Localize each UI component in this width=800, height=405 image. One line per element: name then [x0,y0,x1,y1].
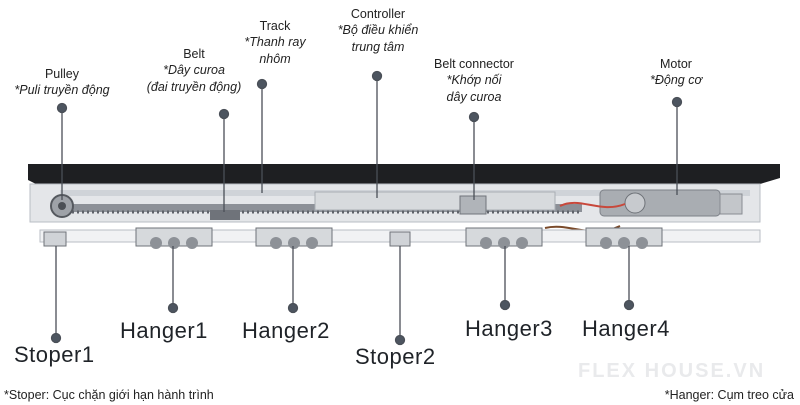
label-controller-en: Controller [350,7,406,21]
label-belt-vi2: (đai truyền động) [146,79,242,94]
label-pulley: Pulley *Puli truyền động [2,66,122,99]
label-pulley-en: Pulley [44,67,80,81]
leader-dot-hanger4 [623,299,635,311]
note-stoper: *Stoper: Cục chặn giới hạn hành trình [4,388,214,402]
top-cover [28,164,780,184]
label-controller: Controller *Bộ điều khiển trung tâm [318,6,438,55]
leader-dot-motor [671,96,683,108]
label-track-vi2: nhôm [259,51,291,66]
hanger1-assembly [135,227,213,249]
label-hanger3: Hanger3 [465,316,553,341]
controller-box [314,191,556,211]
label-belt-connector-en: Belt connector [434,57,514,71]
label-stoper2: Stoper2 [355,344,436,369]
motor-unit [599,189,721,217]
watermark: FLEX HOUSE.VN [578,360,766,382]
label-belt-connector-vi2: dây curoa [446,89,502,104]
leader-dot-controller [371,70,383,82]
label-belt-connector: Belt connector *Khớp nối dây curoa [413,56,535,105]
leader-dot-belt [218,108,230,120]
label-stoper1: Stoper1 [14,342,95,367]
label-belt-vi1: *Dây curoa [163,63,225,78]
label-motor-vi: *Động cơ [649,73,703,88]
belt-connector-block [459,195,487,215]
leader-dot-hanger1 [167,302,179,314]
note-hanger: *Hanger: Cụm treo cửa [664,388,794,402]
label-belt: Belt *Dây curoa (đai truyền động) [134,46,254,95]
motor-cap [719,193,743,215]
label-hanger1: Hanger1 [120,318,208,343]
leader-dot-stoper2 [394,334,406,346]
label-belt-connector-vi1: *Khớp nối [446,73,502,88]
leader-dot-belt-connector [468,111,480,123]
leader-dot-stoper1 [50,332,62,344]
label-motor: Motor *Động cơ [626,56,726,89]
wire-red [559,201,626,209]
label-controller-vi1: *Bộ điều khiển [337,23,419,38]
label-hanger4: Hanger4 [582,316,670,341]
leader-dot-hanger2 [287,302,299,314]
stoper2-block [389,231,411,247]
belt-clamp [210,210,240,220]
label-track-vi1: *Thanh ray [244,35,306,50]
leader-dot-pulley [56,102,68,114]
label-track-en: Track [259,19,291,33]
label-belt-en: Belt [183,47,205,61]
leader-dot-hanger3 [499,299,511,311]
hanger3-assembly [465,227,543,249]
label-hanger2: Hanger2 [242,318,330,343]
label-pulley-vi: *Puli truyền động [14,83,110,98]
pulley-hub [58,202,66,210]
hanger4-assembly [585,227,663,249]
label-controller-vi2: trung tâm [351,39,405,54]
label-track: Track *Thanh ray nhôm [225,18,325,67]
leader-dot-track [256,78,268,90]
motor-gear [624,192,646,214]
stoper1-block [43,231,67,247]
label-motor-en: Motor [660,57,692,71]
hanger2-assembly [255,227,333,249]
